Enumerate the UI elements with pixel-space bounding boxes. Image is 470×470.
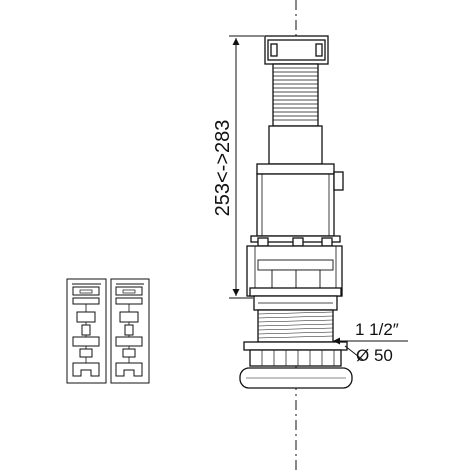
- height-dimension: [229, 35, 264, 299]
- float-cage: [246, 235, 343, 297]
- flush-valve: [239, 35, 353, 389]
- locking-nut: [243, 341, 348, 367]
- bracket-left: [66, 278, 107, 384]
- lower-collar: [253, 295, 338, 311]
- threaded-rod: [272, 63, 319, 127]
- upper-shaft: [268, 125, 323, 165]
- thread-size-label: 1 1/2″: [355, 320, 399, 339]
- diameter-callout: [344, 345, 364, 361]
- cylinder-body: [256, 163, 344, 237]
- valve-top-cap: [264, 35, 329, 65]
- diameter-label: Ø 50: [356, 346, 393, 365]
- bracket-right: [110, 278, 150, 384]
- threaded-tail: [257, 309, 334, 343]
- height-range-label: 253<->283: [212, 120, 234, 217]
- bottom-seal: [239, 367, 353, 389]
